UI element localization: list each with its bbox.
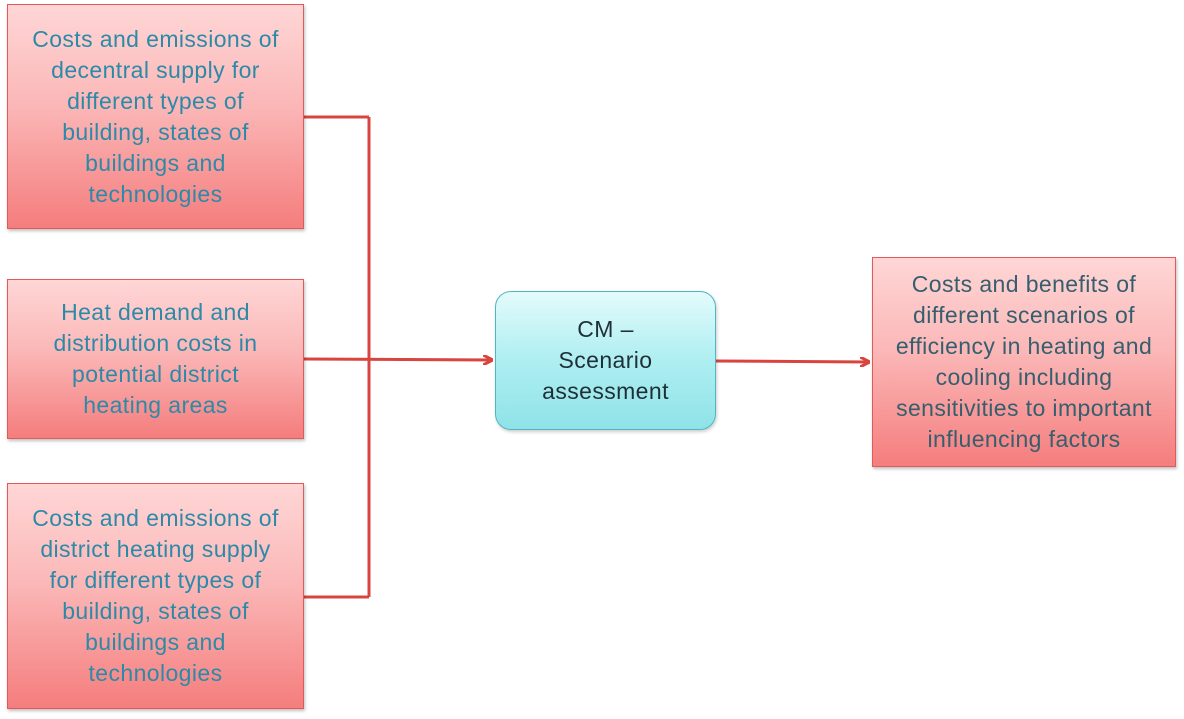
input-box-district-heating-supply: Costs and emissions of district heating …: [7, 483, 304, 709]
input-box-decentral-supply-label: Costs and emissions of decentral supply …: [32, 25, 279, 207]
input-to-cm-arrow: [303, 359, 492, 360]
input-box-heat-demand-label: Heat demand and distribution costs in po…: [53, 299, 258, 418]
cm-scenario-assessment-label: CM – Scenario assessment: [542, 316, 669, 404]
output-box-costs-benefits-label: Costs and benefits of different scenario…: [895, 271, 1153, 452]
input-box-heat-demand: Heat demand and distribution costs in po…: [7, 279, 304, 439]
cm-scenario-assessment-box: CM – Scenario assessment: [495, 291, 716, 430]
input-box-decentral-supply: Costs and emissions of decentral supply …: [7, 4, 304, 229]
input-box-district-heating-supply-label: Costs and emissions of district heating …: [32, 505, 279, 686]
cm-to-output-arrow: [715, 361, 869, 362]
output-box-costs-benefits: Costs and benefits of different scenario…: [872, 257, 1176, 467]
